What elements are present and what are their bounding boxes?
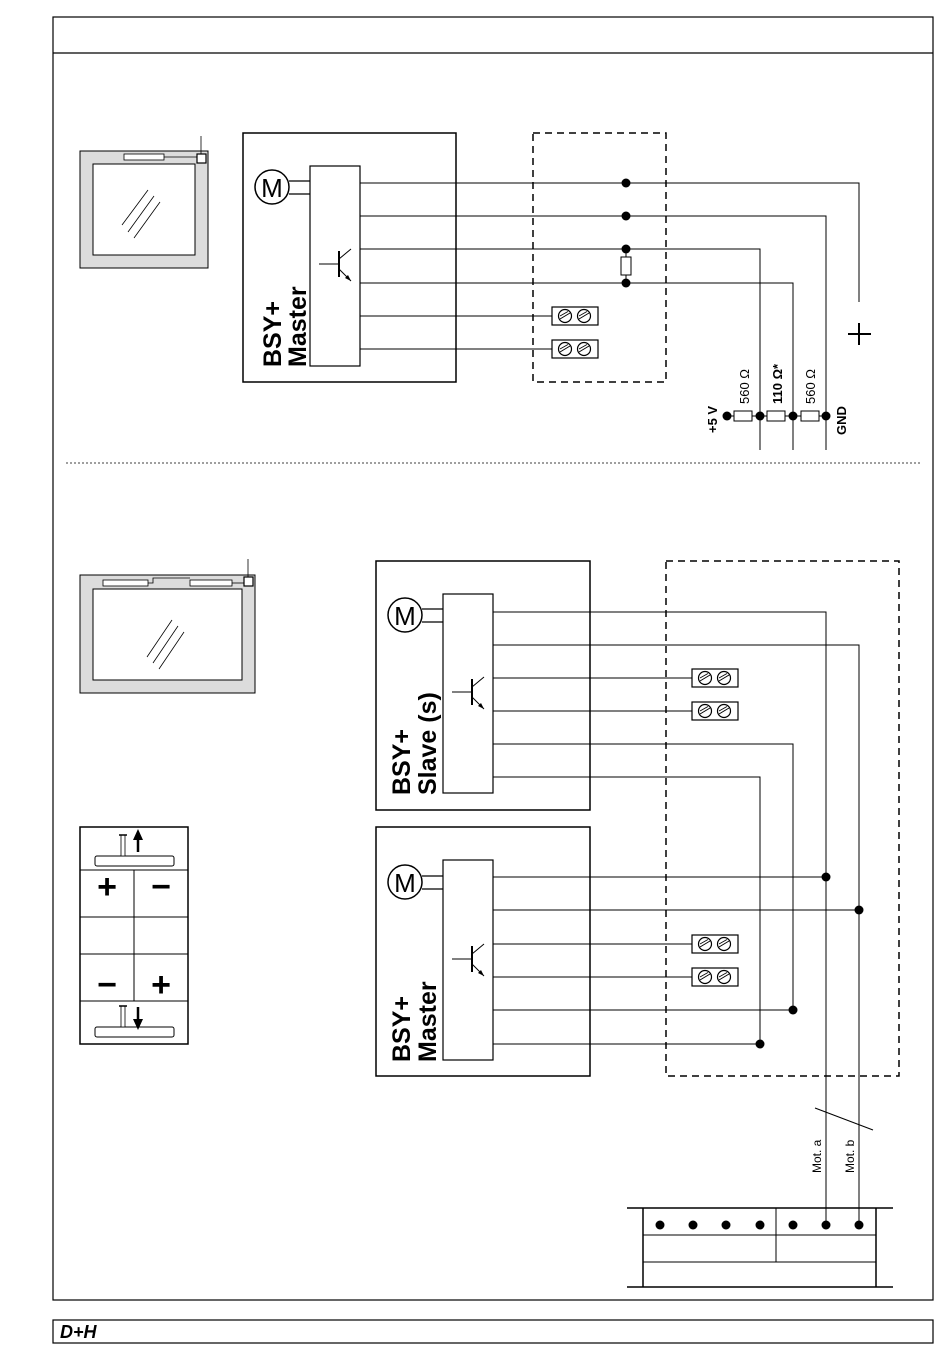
termination-network bbox=[723, 411, 831, 421]
terminal-block bbox=[552, 340, 598, 358]
master-bottom-label-line2: Master bbox=[414, 981, 442, 1062]
terminal-block bbox=[692, 935, 738, 953]
terminal-block bbox=[552, 307, 598, 325]
controller-block bbox=[443, 860, 493, 1060]
plus-terminal-symbol bbox=[848, 323, 871, 345]
master-label-line1: BSY+ bbox=[259, 301, 287, 367]
mot-b-label: Mot. b bbox=[843, 1139, 857, 1173]
motor-terminal-strip bbox=[627, 1208, 893, 1287]
top-wires bbox=[360, 183, 859, 450]
junction-box-bottom bbox=[666, 561, 899, 1076]
direction-top-right-sign: − bbox=[151, 868, 171, 906]
footer-logo: D+H bbox=[60, 1322, 98, 1342]
resistor-symbol bbox=[621, 257, 631, 275]
window-icon-top bbox=[80, 136, 208, 268]
bottom-wires bbox=[493, 612, 873, 1225]
ground-label: GND bbox=[834, 406, 849, 435]
controller-block bbox=[310, 166, 360, 366]
master-label-line2: Master bbox=[284, 286, 312, 367]
mot-a-label: Mot. a bbox=[810, 1139, 824, 1173]
voltage-label: +5 V bbox=[705, 406, 720, 433]
plus-symbol-label: + bbox=[0, 0, 1, 1]
direction-bottom-left-sign: − bbox=[97, 966, 117, 1004]
controller-block bbox=[443, 594, 493, 793]
resistor-560-right-label: 560 Ω bbox=[803, 369, 818, 404]
direction-panel bbox=[80, 827, 188, 1044]
terminal-strip-dots bbox=[656, 1221, 864, 1230]
resistor-560-left-label: 560 Ω bbox=[737, 369, 752, 404]
motor-symbol: M bbox=[255, 170, 310, 204]
svg-text:M: M bbox=[394, 868, 416, 898]
slave-label-line1: BSY+ bbox=[388, 729, 416, 795]
slave-label-line2: Slave (s) bbox=[414, 692, 442, 795]
terminal-block bbox=[692, 669, 738, 687]
master-bottom-label-line1: BSY+ bbox=[388, 996, 416, 1062]
terminal-block bbox=[692, 702, 738, 720]
window-icon-bottom bbox=[80, 559, 255, 693]
svg-text:M: M bbox=[394, 601, 416, 631]
motor-symbol: M bbox=[388, 865, 443, 899]
junction-dots-bottom bbox=[756, 873, 864, 1049]
motor-symbol: M bbox=[388, 598, 443, 632]
footer-bar bbox=[53, 1320, 933, 1343]
direction-top-left-sign: + bbox=[97, 868, 117, 906]
direction-bottom-right-sign: + bbox=[151, 966, 171, 1004]
svg-text:M: M bbox=[261, 173, 283, 203]
terminal-block bbox=[692, 968, 738, 986]
resistor-110-label: 110 Ω* bbox=[770, 363, 785, 404]
